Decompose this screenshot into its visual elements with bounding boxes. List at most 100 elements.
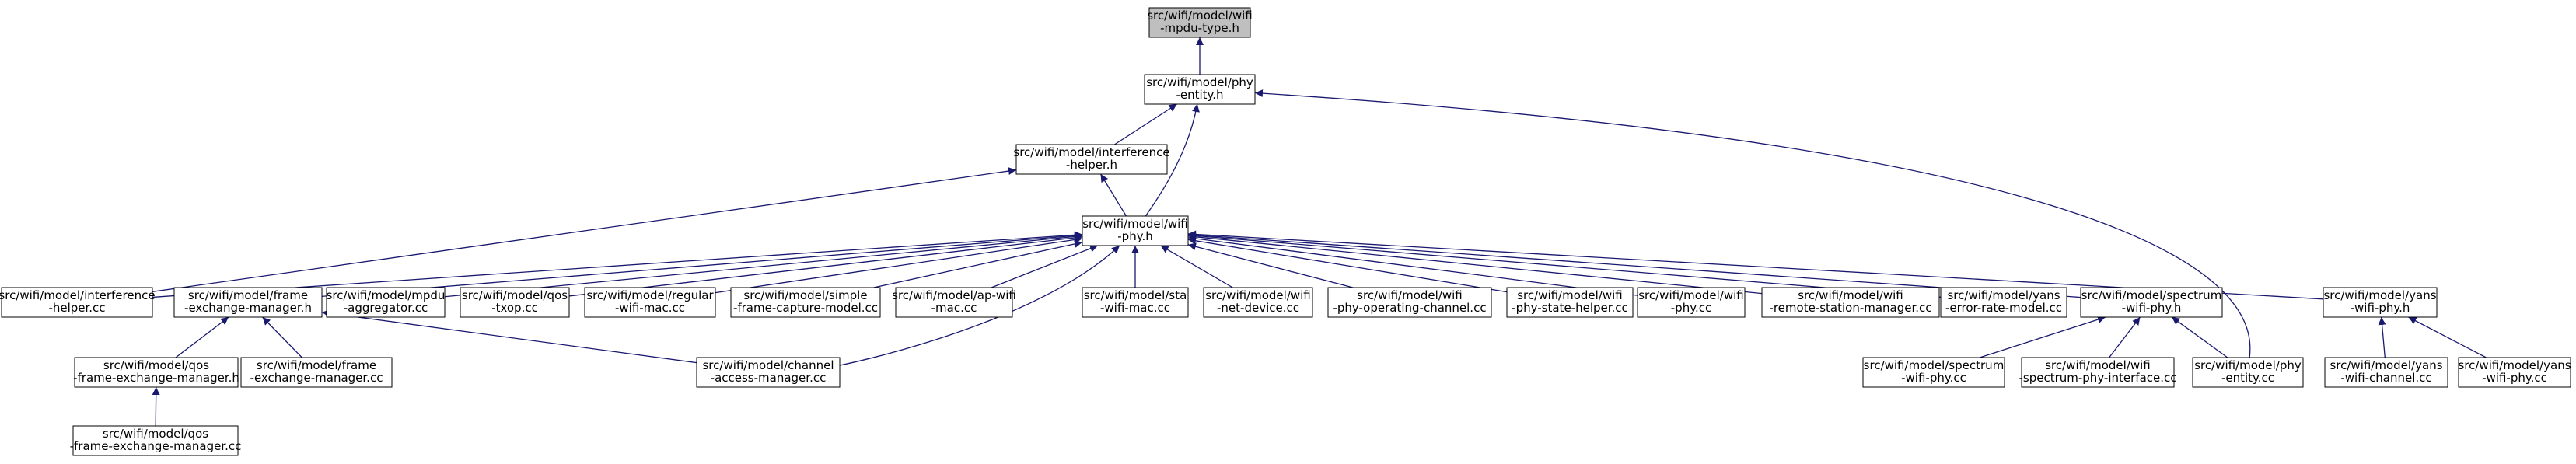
node-label-line: -phy-state-helper.cc (1512, 301, 1628, 315)
node-box (2021, 357, 2175, 388)
node-op-channel-cc[interactable]: src/wifi/model/wifi-phy-operating-channe… (1327, 287, 1492, 318)
node-box (2080, 287, 2223, 318)
node-rsm-cc[interactable]: src/wifi/model/wifi-remote-station-manag… (1761, 287, 1940, 318)
node-spectrum-phy-cc[interactable]: src/wifi/model/spectrum-wifi-phy.cc (1862, 357, 2005, 388)
node-label-line: src/wifi/model/qos (462, 288, 568, 302)
node-label-line: src/wifi/model/wifi (1638, 288, 1744, 302)
edge-qos-txop-cc-to-wifi-phy-h (568, 234, 1083, 297)
node-box (1637, 287, 1746, 318)
node-yans-phy-cc[interactable]: src/wifi/model/yans-wifi-phy.cc (2458, 357, 2571, 388)
node-box (696, 357, 841, 388)
node-fem-h[interactable]: src/wifi/model/frame-exchange-manager.h (173, 287, 323, 318)
node-label-line: -phy.h (1117, 229, 1152, 243)
node-label-line: -txop.cc (491, 301, 538, 315)
node-label-line: src/wifi/model/wifi (1082, 217, 1188, 231)
node-label-line: src/wifi/model/yans (1947, 288, 2060, 302)
node-wifi-phy-h[interactable]: src/wifi/model/wifi-phy.h (1082, 215, 1189, 246)
edge-op-channel-cc-to-wifi-phy-h (1187, 242, 1354, 288)
node-box (730, 287, 881, 318)
node-sta-mac-cc[interactable]: src/wifi/model/sta-wifi-mac.cc (1082, 287, 1189, 318)
node-ap-mac-cc[interactable]: src/wifi/model/ap-wifi-mac.cc (892, 287, 1016, 318)
node-box (74, 357, 239, 388)
node-yans-channel-cc[interactable]: src/wifi/model/yans-wifi-channel.cc (2324, 357, 2448, 388)
node-label-line: -helper.h (1066, 158, 1117, 172)
node-mpdu-agg-cc[interactable]: src/wifi/model/mpdu-aggregator.cc (326, 287, 446, 318)
node-label-line: src/wifi/model/wifi (1517, 288, 1623, 302)
node-qos-fem-cc[interactable]: src/wifi/model/qos-frame-exchange-manage… (70, 425, 242, 456)
node-label-line: src/wifi/model/interference (0, 288, 156, 302)
node-simple-capture-cc[interactable]: src/wifi/model/simple-frame-capture-mode… (730, 287, 881, 318)
nodes: src/wifi/model/wifi-mpdu-type.hsrc/wifi/… (0, 7, 2571, 456)
node-interference-cc[interactable]: src/wifi/model/interference-helper.cc (0, 287, 156, 318)
edge-qos-fem-h-to-fem-h (175, 316, 229, 358)
node-box (1203, 287, 1313, 318)
node-regular-mac-cc[interactable]: src/wifi/model/regular-wifi-mac.cc (584, 287, 716, 318)
node-label-line: -helper.cc (48, 301, 105, 315)
node-label-line: -exchange-manager.h (184, 301, 312, 315)
node-label-line: src/wifi/model/phy (1146, 75, 1253, 89)
node-phy-entity-h[interactable]: src/wifi/model/phy-entity.h (1144, 74, 1256, 105)
node-net-device-cc[interactable]: src/wifi/model/wifi-net-device.cc (1203, 287, 1313, 318)
node-label-line: src/wifi/model/spectrum (1864, 358, 2005, 372)
node-label-line: -mac.cc (931, 301, 977, 315)
node-fem-cc[interactable]: src/wifi/model/frame-exchange-manager.cc (240, 357, 393, 388)
node-label-line: -access-manager.cc (711, 371, 827, 385)
node-label-line: src/wifi/model/wifi (2045, 358, 2151, 372)
node-label-line: -phy-operating-channel.cc (1333, 301, 1486, 315)
node-label-line: src/wifi/model/wifi (1205, 288, 1311, 302)
node-spectrum-phy-h[interactable]: src/wifi/model/spectrum-wifi-phy.h (2080, 287, 2223, 318)
node-phy-entity-cc[interactable]: src/wifi/model/phy-entity.cc (2192, 357, 2304, 388)
node-yans-err-cc[interactable]: src/wifi/model/yans-error-rate-model.cc (1940, 287, 2067, 318)
node-label-line: src/wifi/model/wifi (1798, 288, 1903, 302)
edge-yans-phy-cc-to-yans-phy-h (2408, 316, 2487, 358)
node-wifi-phy-cc[interactable]: src/wifi/model/wifi-phy.cc (1637, 287, 1746, 318)
node-label-line: src/wifi/model/sta (1084, 288, 1187, 302)
node-label-line: -entity.cc (2221, 371, 2274, 385)
edge-phy-entity-cc-to-spectrum-phy-h (2171, 316, 2228, 358)
node-label-line: src/wifi/model/wifi (1357, 288, 1463, 302)
node-box (1940, 287, 2067, 318)
node-label-line: -phy.cc (1671, 301, 1711, 315)
node-box (2458, 357, 2571, 388)
node-box (72, 425, 239, 456)
node-box (1506, 287, 1634, 318)
node-label-line: src/wifi/model/phy (2194, 358, 2302, 372)
node-label-line: src/wifi/model/ap-wifi (892, 288, 1016, 302)
node-yans-phy-h[interactable]: src/wifi/model/yans-wifi-phy.h (2323, 287, 2438, 318)
node-spi-cc[interactable]: src/wifi/model/wifi-spectrum-phy-interfa… (2019, 357, 2177, 388)
edge-wifi-phy-h-to-phy-entity-h (1145, 103, 1200, 217)
edge-phy-entity-cc-to-phy-entity-h (1254, 89, 2251, 358)
node-label-line: -aggregator.cc (344, 301, 428, 315)
edge-simple-capture-cc-to-wifi-phy-h (873, 239, 1083, 288)
edge-cam-cc-to-fem-h (321, 309, 697, 364)
node-label-line: src/wifi/model/mpdu (327, 288, 446, 302)
node-label-line: -net-device.cc (1217, 301, 1299, 315)
node-label-line: src/wifi/model/simple (743, 288, 867, 302)
node-box (2324, 357, 2448, 388)
edge-net-device-cc-to-wifi-phy-h (1160, 245, 1233, 288)
node-phy-state-cc[interactable]: src/wifi/model/wifi-phy-state-helper.cc (1506, 287, 1634, 318)
node-label-line: src/wifi/model/spectrum (2081, 288, 2222, 302)
edge-fem-h-to-wifi-phy-h (321, 232, 1083, 297)
node-label-line: src/wifi/model/yans (2458, 358, 2571, 372)
node-interference-h[interactable]: src/wifi/model/interference-helper.h (1013, 144, 1170, 175)
node-box (1015, 144, 1168, 175)
node-label-line: -frame-exchange-manager.cc (70, 439, 242, 453)
node-qos-txop-cc[interactable]: src/wifi/model/qos-txop.cc (460, 287, 570, 318)
edge-spectrum-phy-cc-to-spectrum-phy-h (1979, 316, 2106, 358)
edge-spi-cc-to-spectrum-phy-h (2109, 316, 2141, 358)
node-label-line: src/wifi/model/yans (2323, 288, 2436, 302)
node-qos-fem-h[interactable]: src/wifi/model/qos-frame-exchange-manage… (73, 357, 239, 388)
edge-wifi-phy-cc-to-wifi-phy-h (1187, 235, 1638, 296)
node-box (460, 287, 570, 318)
node-mpdu-type-h[interactable]: src/wifi/model/wifi-mpdu-type.h (1147, 7, 1253, 38)
node-label-line: -error-rate-model.cc (1945, 301, 2062, 315)
node-cam-cc[interactable]: src/wifi/model/channel-access-manager.cc (696, 357, 841, 388)
node-label-line: -mpdu-type.h (1160, 21, 1239, 35)
edge-spectrum-phy-h-to-wifi-phy-h (1187, 231, 2081, 298)
node-box (584, 287, 716, 318)
node-label-line: src/wifi/model/regular (586, 288, 714, 302)
node-label-line: -remote-station-manager.cc (1769, 301, 1931, 315)
edge-yans-err-cc-to-wifi-phy-h (1187, 232, 1942, 298)
node-label-line: src/wifi/model/frame (257, 358, 376, 372)
